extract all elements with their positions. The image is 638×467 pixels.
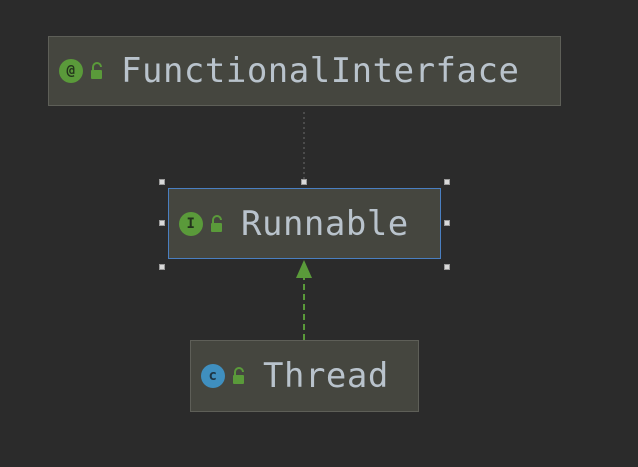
resize-handle-middle-left[interactable]	[159, 220, 165, 226]
node-runnable[interactable]: I Runnable	[168, 188, 441, 259]
unlocked-padlock-icon	[91, 62, 102, 79]
resize-handle-middle-right[interactable]	[444, 220, 450, 226]
node-label-thread: Thread	[263, 356, 389, 396]
node-thread[interactable]: c Thread	[190, 340, 419, 412]
annotation-icon: @	[59, 59, 83, 83]
class-icon: c	[201, 364, 225, 388]
interface-icon: I	[179, 211, 203, 236]
unlocked-padlock-icon	[211, 214, 222, 232]
implements-arrowhead	[296, 260, 312, 278]
resize-handle-top-left[interactable]	[159, 179, 165, 185]
node-label-runnable: Runnable	[241, 203, 409, 244]
resize-handle-bottom-left[interactable]	[159, 264, 165, 270]
resize-handle-bottom-right[interactable]	[444, 264, 450, 270]
unlocked-padlock-icon	[233, 367, 244, 384]
node-functional-interface[interactable]: @ FunctionalInterface	[48, 36, 561, 106]
node-label-functional-interface: FunctionalInterface	[121, 51, 520, 91]
resize-handle-top-center[interactable]	[301, 179, 307, 185]
resize-handle-top-right[interactable]	[444, 179, 450, 185]
